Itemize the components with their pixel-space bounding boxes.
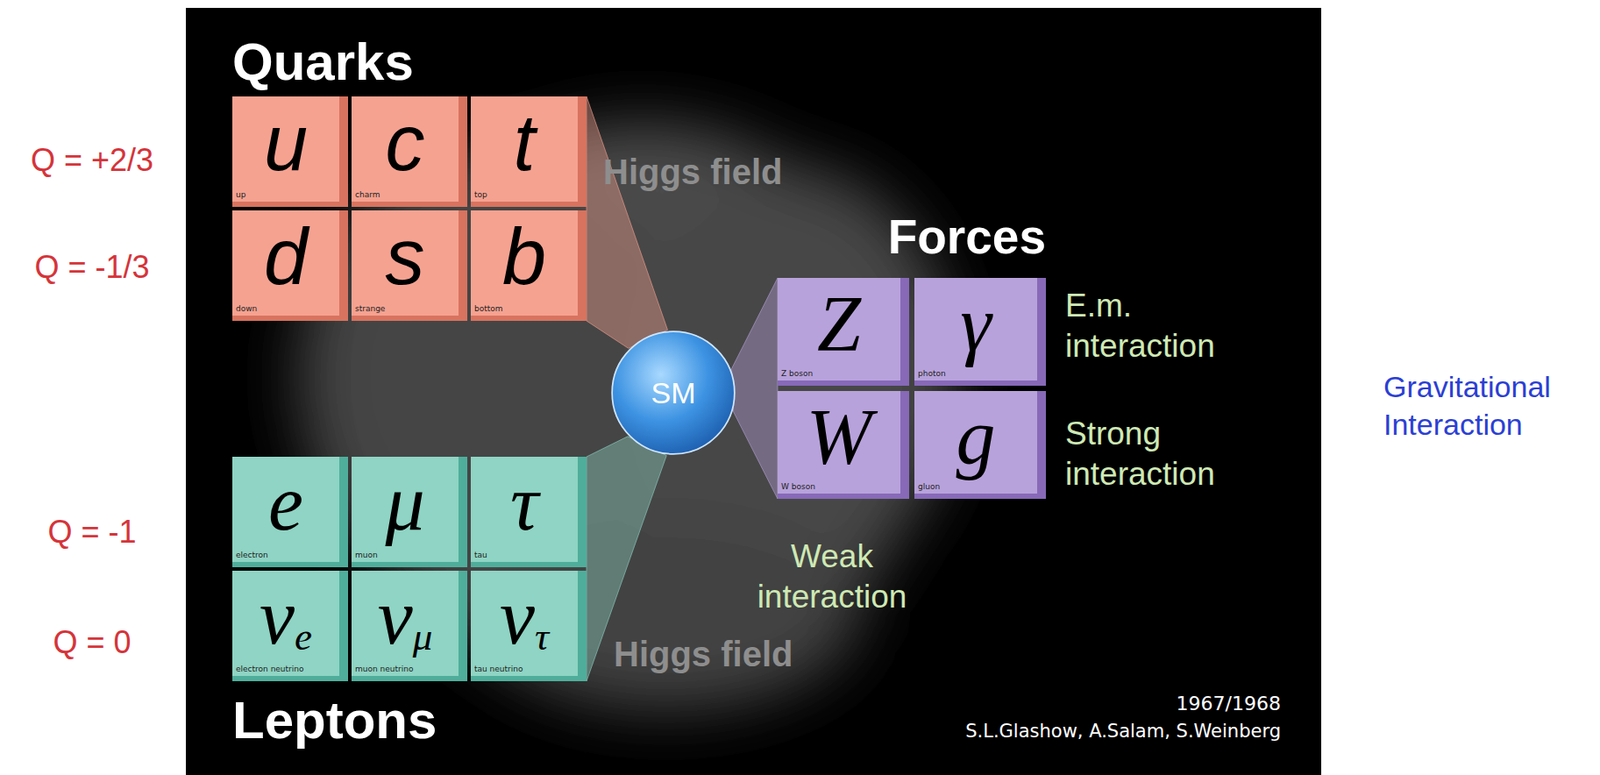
particle-symbol: c: [351, 96, 459, 183]
interaction-label: Weak interaction: [722, 536, 942, 619]
particle-name: gluon: [914, 482, 1038, 494]
particle-symbol: τ: [470, 456, 578, 543]
particle-name: up: [232, 190, 340, 202]
perspective-beam: [732, 277, 778, 499]
particle-grid: u upc charmt top d downs strange b bottom: [232, 96, 587, 321]
particle-symbol: νμ: [351, 570, 459, 657]
perspective-beam: [586, 96, 668, 349]
particle-name: top: [470, 190, 578, 202]
particle-box: νμ muon neutrino: [351, 570, 468, 682]
interaction-label: Gravitational Interaction: [1383, 368, 1594, 443]
particle-name: tau neutrino: [470, 664, 578, 676]
particle-symbol: W: [777, 391, 901, 477]
particle-group: Quarksu upc charmt top d downs strange b bottom: [232, 33, 587, 321]
group-heading: Quarks: [232, 33, 587, 92]
field-watermark: Higgs field: [613, 632, 825, 676]
particle-name: bottom: [470, 304, 578, 316]
model-name: SM: [610, 329, 737, 456]
particle-symbol: μ: [351, 456, 459, 543]
particle-box: μ muon: [351, 456, 468, 568]
particle-symbol: b: [470, 210, 578, 297]
particle-box: t top: [470, 96, 587, 207]
particle-symbol: Z: [777, 277, 901, 364]
particle-group: e electron μ muonτ tau νe electron neutrino νμ m…: [232, 456, 587, 750]
charge-label: Q = -1/3: [8, 248, 176, 286]
particle-name: electron: [232, 550, 340, 562]
particle-symbol: s: [351, 210, 459, 297]
interaction-label: Strong interaction: [1065, 413, 1267, 496]
particle-box: νe electron neutrino: [232, 570, 349, 682]
particle-symbol: d: [232, 210, 340, 297]
particle-box: W W boson: [777, 391, 910, 499]
date-note: 1967/1968: [877, 692, 1281, 716]
background-panel: [185, 7, 1322, 775]
group-heading: Forces: [777, 210, 1046, 264]
particle-name: Z boson: [777, 369, 901, 381]
particle-box: b bottom: [470, 210, 587, 321]
particle-grid: Z Z boson γ photonW W boson g gluon: [777, 277, 1046, 499]
particle-box: c charm: [351, 96, 468, 207]
interaction-label: E.m. interaction: [1065, 285, 1267, 368]
particle-symbol: ντ: [470, 570, 578, 657]
particle-name: W boson: [777, 482, 901, 494]
particle-symbol: g: [914, 391, 1038, 477]
particle-symbol: γ: [914, 277, 1038, 364]
particle-name: strange: [351, 304, 459, 316]
particle-name: electron neutrino: [232, 664, 340, 676]
charge-label: Q = -1: [8, 512, 176, 551]
group-heading: Leptons: [232, 691, 587, 750]
particle-box: τ tau: [470, 456, 587, 568]
particle-name: charm: [351, 190, 459, 202]
particle-symbol: u: [232, 96, 340, 183]
charge-label: Q = 0: [8, 623, 176, 662]
particle-name: photon: [914, 369, 1038, 381]
field-watermark: Higgs field: [603, 150, 814, 193]
particle-box: γ photon: [914, 277, 1046, 386]
particle-name: tau: [470, 550, 578, 562]
particle-symbol: e: [232, 456, 340, 543]
particle-grid: e electron μ muonτ tau νe electron neutrino νμ m…: [232, 456, 587, 682]
particle-box: d down: [232, 210, 349, 321]
particle-symbol: t: [470, 96, 578, 183]
particle-symbol: νe: [232, 570, 340, 657]
particle-box: e electron: [232, 456, 349, 568]
particle-name: muon neutrino: [351, 664, 459, 676]
higgs-cloud: [298, 122, 956, 711]
particle-name: down: [232, 304, 340, 316]
particle-name: muon: [351, 550, 459, 562]
particle-group: ForcesZ Z boson γ photonW W boson g gluon: [777, 210, 1046, 499]
author-note: S.L.Glashow, A.Salam, S.Weinberg: [842, 720, 1281, 743]
particle-box: u up: [232, 96, 349, 207]
particle-box: Z Z boson: [777, 277, 910, 386]
model-circle: SM: [610, 329, 737, 456]
particle-box: g gluon: [914, 391, 1046, 499]
charge-label: Q = +2/3: [8, 141, 176, 179]
particle-box: s strange: [351, 210, 468, 321]
particle-box: ντ tau neutrino: [470, 570, 587, 682]
